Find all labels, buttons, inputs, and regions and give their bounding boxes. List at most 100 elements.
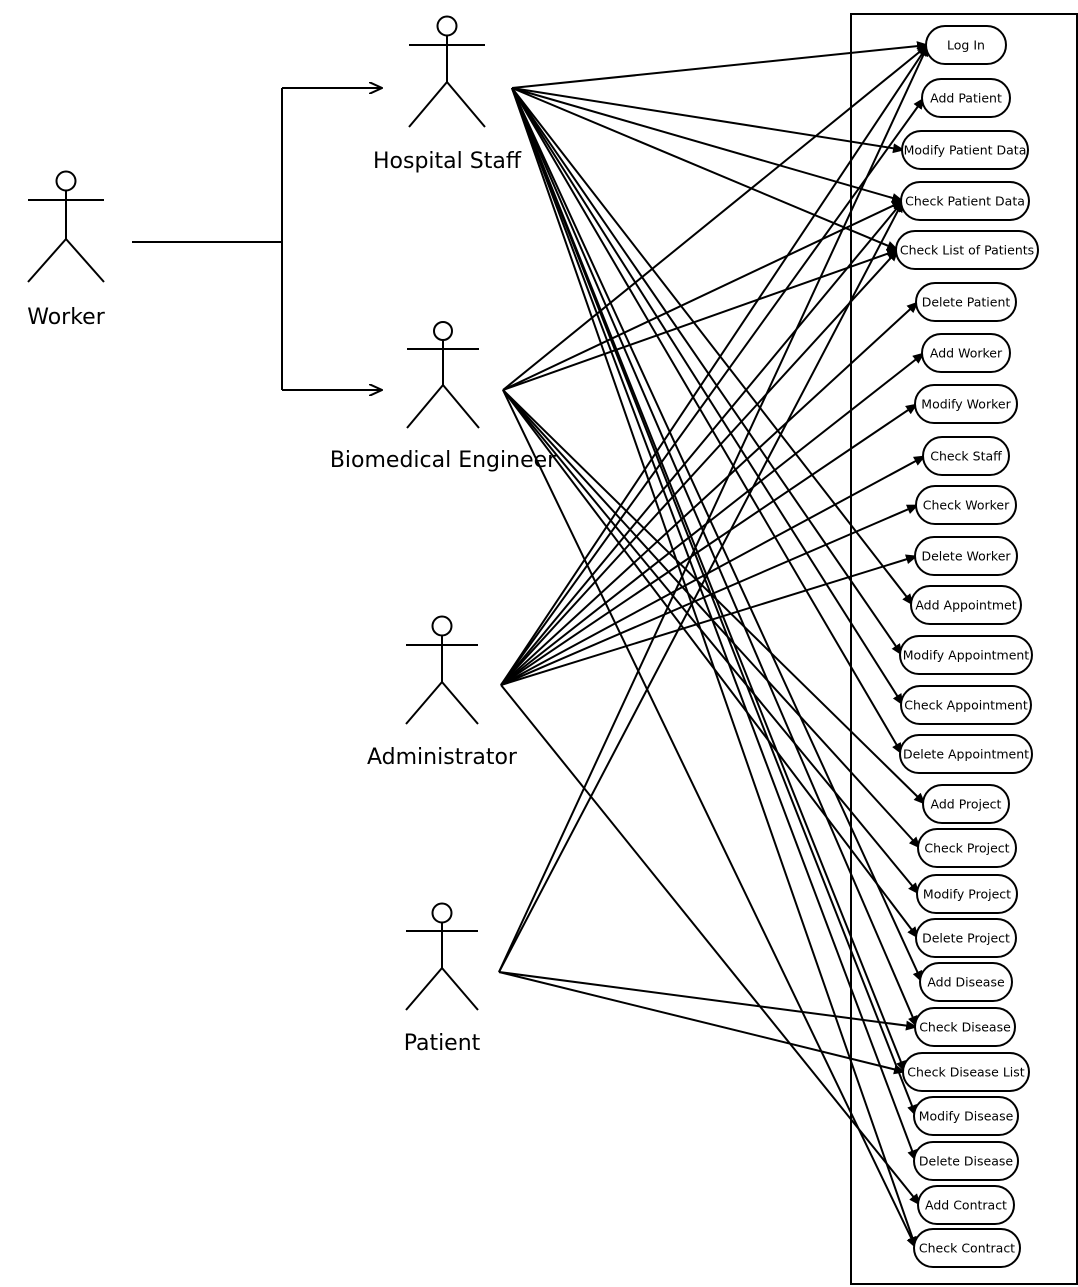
- association-hospital-staff-to-modify-patient-data: [511, 87, 905, 154]
- association-administrator-to-log-in: [500, 44, 929, 686]
- use-case-label: Delete Worker: [921, 549, 1011, 564]
- use-case-shape: [915, 918, 1017, 958]
- association-administrator-to-modify-worker: [500, 403, 918, 686]
- actor-patient[interactable]: Patient: [404, 902, 481, 1057]
- use-case-label: Check List of Patients: [900, 243, 1034, 258]
- association-hospital-staff-to-delete-disease: [511, 87, 917, 1162]
- stick-figure-icon: [405, 615, 479, 725]
- actor-label: Worker: [27, 305, 105, 330]
- use-case-check-worker[interactable]: Check Worker: [915, 485, 1017, 525]
- use-case-modify-appointment[interactable]: Modify Appointment: [899, 635, 1033, 675]
- association-biomedical-engineer-to-modify-project: [502, 389, 920, 895]
- actor-label: Patient: [404, 1031, 481, 1056]
- actor-worker[interactable]: Worker: [27, 170, 106, 331]
- use-case-label: Delete Disease: [919, 1154, 1014, 1169]
- association-hospital-staff-to-add-disease: [511, 87, 923, 983]
- use-case-shape: [917, 1185, 1015, 1225]
- use-case-delete-project[interactable]: Delete Project: [915, 918, 1017, 958]
- association-administrator-to-check-worker: [500, 504, 919, 686]
- association-biomedical-engineer-to-check-list-of-patients: [502, 248, 899, 391]
- association-patient-to-check-patient-data: [498, 200, 904, 973]
- use-case-check-staff[interactable]: Check Staff: [922, 436, 1010, 476]
- use-case-check-contract[interactable]: Check Contract: [913, 1228, 1021, 1268]
- use-case-shape: [916, 874, 1018, 914]
- stick-figure-icon: [408, 15, 486, 128]
- stick-figure-icon: [406, 321, 480, 429]
- use-case-shape: [913, 1228, 1021, 1268]
- association-patient-to-check-disease-list: [498, 971, 906, 1075]
- use-case-add-patient[interactable]: Add Patient: [921, 78, 1011, 118]
- use-case-label: Add Contract: [925, 1198, 1007, 1213]
- use-case-label: Modify Patient Data: [904, 143, 1027, 158]
- association-patient-to-log-in: [498, 44, 929, 973]
- use-case-label: Add Patient: [930, 91, 1002, 106]
- use-case-shape: [921, 333, 1011, 373]
- use-case-check-patient-data[interactable]: Check Patient Data: [900, 181, 1030, 221]
- use-case-check-disease-list[interactable]: Check Disease List: [902, 1052, 1030, 1092]
- association-hospital-staff-to-modify-appointment: [511, 87, 903, 656]
- association-hospital-staff-to-modify-disease: [511, 87, 917, 1117]
- use-case-shape: [921, 78, 1011, 118]
- association-hospital-staff-to-delete-appointment: [511, 87, 903, 755]
- use-case-shape: [913, 1141, 1019, 1181]
- use-case-check-list-of-patients[interactable]: Check List of Patients: [895, 230, 1039, 270]
- use-case-label: Modify Disease: [919, 1109, 1014, 1124]
- association-biomedical-engineer-to-delete-project: [502, 389, 919, 939]
- use-case-modify-patient-data[interactable]: Modify Patient Data: [901, 130, 1029, 170]
- association-biomedical-engineer-to-check-patient-data: [502, 200, 904, 391]
- use-case-shape: [915, 282, 1017, 322]
- actor-hospital-staff[interactable]: Hospital Staff: [373, 15, 522, 175]
- use-case-label: Check Appointment: [904, 698, 1028, 713]
- use-case-add-contract[interactable]: Add Contract: [917, 1185, 1015, 1225]
- use-case-add-worker[interactable]: Add Worker: [921, 333, 1011, 373]
- use-case-label: Add Project: [931, 797, 1002, 812]
- use-case-add-appointmet[interactable]: Add Appointmet: [910, 585, 1022, 625]
- use-case-label: Add Appointmet: [915, 598, 1016, 613]
- use-case-check-project[interactable]: Check Project: [917, 828, 1017, 868]
- association-administrator-to-delete-worker: [500, 554, 918, 686]
- use-case-delete-worker[interactable]: Delete Worker: [914, 536, 1018, 576]
- use-case-shape: [925, 25, 1007, 65]
- use-case-check-appointment[interactable]: Check Appointment: [900, 685, 1032, 725]
- use-case-modify-project[interactable]: Modify Project: [916, 874, 1018, 914]
- actor-label: Biomedical Engineer: [330, 448, 557, 473]
- use-case-shape: [914, 536, 1018, 576]
- use-case-shape: [899, 734, 1033, 774]
- use-case-label: Check Contract: [919, 1241, 1015, 1256]
- use-case-add-disease[interactable]: Add Disease: [919, 962, 1013, 1002]
- actor-administrator[interactable]: Administrator: [367, 615, 518, 771]
- association-hospital-staff-to-add-appointmet: [511, 87, 914, 606]
- association-hospital-staff-to-log-in: [511, 41, 929, 89]
- use-case-shape: [914, 384, 1018, 424]
- use-case-shape: [913, 1096, 1019, 1136]
- use-case-log-in[interactable]: Log In: [925, 25, 1007, 65]
- use-case-delete-appointment[interactable]: Delete Appointment: [899, 734, 1033, 774]
- stick-figure-icon: [405, 902, 479, 1011]
- use-case-label: Delete Patient: [922, 295, 1011, 310]
- use-case-label: Check Worker: [923, 498, 1010, 513]
- use-case-label: Modify Appointment: [903, 648, 1030, 663]
- association-biomedical-engineer-to-add-project: [502, 389, 926, 805]
- use-case-check-disease[interactable]: Check Disease: [914, 1007, 1016, 1047]
- use-case-add-project[interactable]: Add Project: [922, 784, 1010, 824]
- use-case-shape: [899, 635, 1033, 675]
- use-case-delete-patient[interactable]: Delete Patient: [915, 282, 1017, 322]
- use-case-delete-disease[interactable]: Delete Disease: [913, 1141, 1019, 1181]
- use-case-label: Check Patient Data: [905, 194, 1025, 209]
- association-administrator-to-check-staff: [500, 455, 926, 686]
- use-case-shape: [922, 436, 1010, 476]
- use-case-shape: [915, 485, 1017, 525]
- use-case-label: Add Worker: [930, 346, 1003, 361]
- system-boundary: [850, 13, 1078, 1285]
- use-case-shape: [895, 230, 1039, 270]
- association-hospital-staff-to-check-appointment: [511, 87, 904, 706]
- use-case-modify-worker[interactable]: Modify Worker: [914, 384, 1018, 424]
- use-case-modify-disease[interactable]: Modify Disease: [913, 1096, 1019, 1136]
- use-case-label: Modify Worker: [921, 397, 1011, 412]
- association-hospital-staff-to-check-disease: [511, 87, 918, 1028]
- actor-biomedical-engineer[interactable]: Biomedical Engineer: [330, 321, 557, 473]
- association-biomedical-engineer-to-log-in: [502, 44, 929, 391]
- association-hospital-staff-to-check-patient-data: [511, 87, 904, 203]
